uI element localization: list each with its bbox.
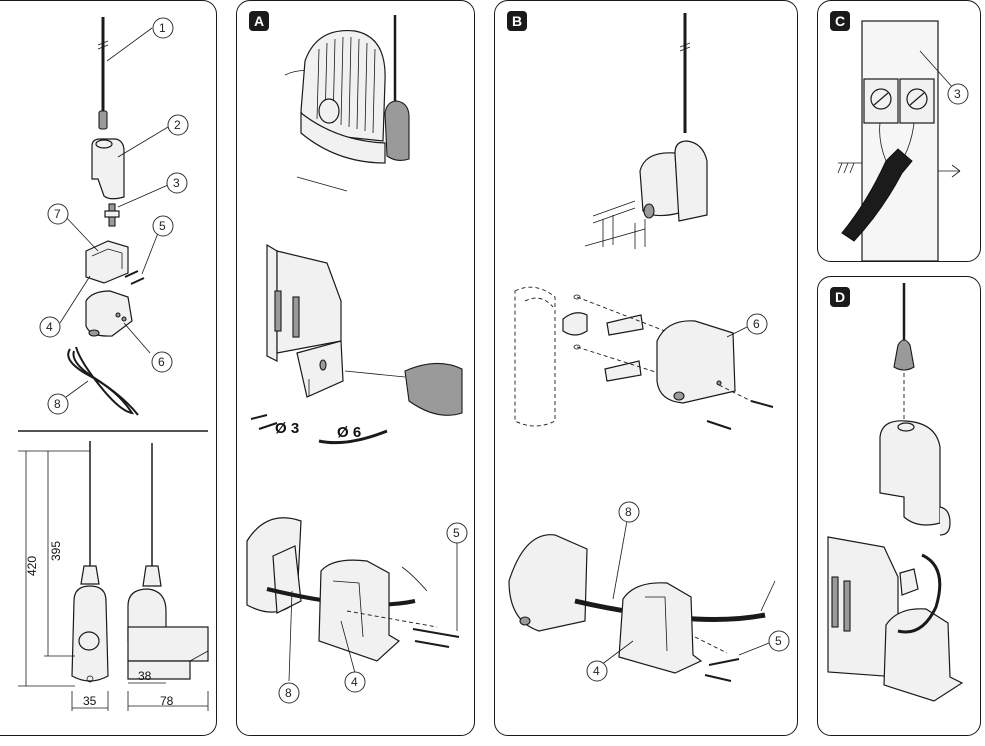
panel-c-badge: C — [830, 11, 850, 31]
bracket-part — [59, 214, 129, 324]
svg-text:4: 4 — [46, 320, 53, 334]
antenna-body — [91, 126, 169, 200]
callout-b-4: 4 — [586, 660, 608, 682]
callout-c-3: 3 — [947, 83, 969, 105]
dim-78: 78 — [160, 694, 174, 708]
callout-6: 6 — [151, 351, 173, 373]
callout-7: 7 — [47, 203, 69, 225]
mount-step-b — [508, 520, 776, 682]
svg-text:8: 8 — [625, 505, 632, 519]
callout-2: 2 — [167, 114, 189, 136]
svg-text:4: 4 — [351, 675, 358, 689]
panel-d-badge: D — [830, 287, 850, 307]
drill-size-3: Ø 3 — [275, 420, 299, 437]
callout-a-4: 4 — [344, 671, 366, 693]
antenna-rod — [97, 17, 153, 130]
svg-text:2: 2 — [174, 118, 181, 132]
drill-size-6: Ø 6 — [337, 424, 361, 441]
bolt-part — [104, 184, 169, 227]
svg-text:5: 5 — [775, 634, 782, 648]
callout-3: 3 — [166, 172, 188, 194]
parts-panel: 420 395 35 38 78 1 2 3 7 5 4 6 8 — [0, 0, 217, 736]
callout-b-6: 6 — [746, 313, 768, 335]
panel-a-badge: A — [249, 11, 269, 31]
svg-text:6: 6 — [158, 355, 165, 369]
dim-420: 420 — [25, 556, 39, 576]
callout-a-8: 8 — [278, 682, 300, 704]
panel-d-diagram — [827, 283, 964, 702]
gate-motor — [284, 15, 410, 192]
antenna-assembly — [584, 13, 708, 249]
svg-text:7: 7 — [54, 207, 61, 221]
drill-step — [250, 243, 463, 445]
panel-a-diagram: Ø 3 Ø 6 5 8 4 — [246, 15, 468, 704]
panel-c-diagram: 3 — [837, 20, 969, 262]
base-exploded — [514, 286, 774, 430]
svg-text:3: 3 — [954, 87, 961, 101]
svg-text:4: 4 — [593, 664, 600, 678]
svg-text:8: 8 — [54, 397, 61, 411]
panel-d: D — [817, 276, 981, 736]
callout-5: 5 — [152, 215, 174, 237]
mount-step-a — [246, 517, 460, 682]
callout-b-5: 5 — [768, 630, 790, 652]
panel-b-diagram: 6 8 5 4 — [508, 13, 790, 682]
dimension-lines — [18, 450, 209, 711]
dim-395: 395 — [49, 541, 63, 561]
panel-b: B — [494, 0, 798, 736]
svg-text:1: 1 — [159, 21, 166, 35]
callout-b-8: 8 — [618, 501, 640, 523]
dim-38: 38 — [138, 669, 152, 683]
callout-1: 1 — [152, 17, 174, 39]
cable-part — [65, 346, 139, 416]
callout-8: 8 — [47, 393, 69, 415]
base-part — [85, 290, 151, 354]
panel-c: C 3 — [817, 0, 981, 262]
screw-part — [124, 232, 159, 285]
svg-text:3: 3 — [173, 176, 180, 190]
side-view — [127, 443, 209, 680]
svg-text:5: 5 — [159, 219, 166, 233]
svg-text:8: 8 — [285, 686, 292, 700]
callout-a-5: 5 — [446, 522, 468, 544]
front-view — [71, 441, 109, 683]
antenna-into-housing — [827, 283, 964, 702]
parts-diagram: 420 395 35 38 78 1 2 3 7 5 4 6 8 — [18, 17, 209, 711]
dim-35: 35 — [83, 694, 97, 708]
svg-text:6: 6 — [753, 317, 760, 331]
callout-4: 4 — [39, 316, 61, 338]
panel-a: A — [236, 0, 475, 736]
terminal-block — [837, 20, 961, 262]
panel-b-badge: B — [507, 11, 527, 31]
svg-text:5: 5 — [453, 526, 460, 540]
